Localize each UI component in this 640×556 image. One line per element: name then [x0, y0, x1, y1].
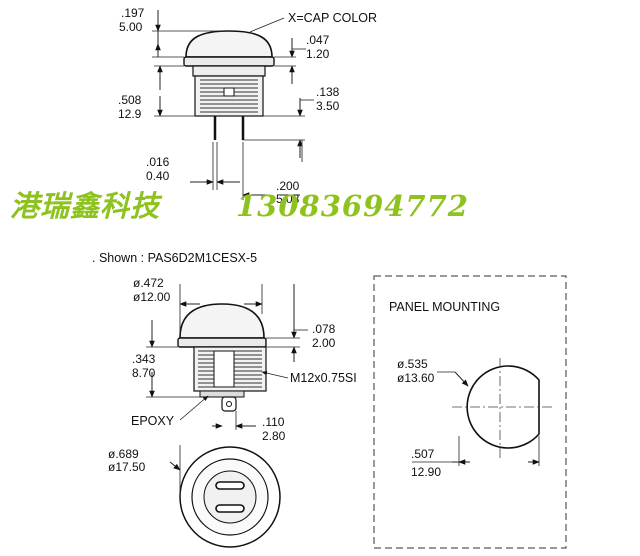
pin-len-in: .110	[262, 415, 285, 429]
side-terminal	[221, 396, 237, 412]
side-body-in: .343	[132, 352, 156, 366]
terminal-mm: 3.50	[316, 99, 340, 113]
model-shown-label: . Shown : PAS6D2M1CESX-5	[92, 251, 257, 265]
cap-h-mm: 2.00	[312, 336, 336, 350]
body-slot	[223, 87, 235, 97]
watermark-company: 港瑞鑫科技	[10, 189, 163, 223]
side-base	[199, 390, 245, 398]
pin-len-mm: 2.80	[262, 429, 286, 443]
bottom-terminal-bottom	[215, 504, 245, 513]
cap-dia-mm: ø12.00	[133, 290, 171, 304]
neck	[192, 65, 266, 77]
bezel-mm: 1.20	[306, 47, 330, 61]
side-nut	[213, 350, 235, 388]
hole-dia-in: ø.535	[397, 357, 428, 371]
nut-dia-in: ø.689	[108, 447, 139, 461]
bezel	[183, 56, 275, 67]
watermark-phone: 13083694772	[236, 189, 469, 223]
epoxy-label: EPOXY	[131, 414, 175, 428]
bottom-terminal-top	[215, 481, 245, 490]
terminal-in: .138	[316, 85, 340, 99]
nut-dia-mm: ø17.50	[108, 460, 146, 474]
hole-dia-mm: ø13.60	[397, 371, 435, 385]
pin-width-mm: 0.40	[146, 169, 170, 183]
flat-mm: 12.90	[411, 465, 441, 479]
pitch-mm: 5.08	[276, 192, 300, 206]
side-body-mm: 8.70	[132, 366, 156, 380]
pin-width-in: .016	[146, 155, 170, 169]
top-switch-drawing: .197 5.00 X=CAP COLOR .047 1.20 .508 12.…	[118, 6, 377, 206]
panel-frame	[373, 275, 567, 549]
cap-dome	[185, 30, 273, 58]
watermark: 港瑞鑫科技 13083694772	[10, 189, 469, 223]
side-cap-dome	[179, 303, 265, 339]
cap-height-mm: 5.00	[119, 20, 143, 34]
cap-h-in: .078	[312, 322, 336, 336]
side-bezel	[177, 337, 267, 348]
terminal-hole	[226, 401, 232, 407]
side-switch-drawing: ø.472 ø12.00 .078 2.00 .343 8.70 M12x0.7…	[108, 276, 357, 548]
cap-color-label: X=CAP COLOR	[288, 11, 377, 25]
cap-dia-in: ø.472	[133, 276, 164, 290]
body-height-mm: 12.9	[118, 107, 142, 121]
panel-mounting: PANEL MOUNTING ø.535 ø13.60 .507 12.90	[373, 275, 567, 549]
thread-label: M12x0.75SI	[290, 371, 357, 385]
body-height-in: .508	[118, 93, 142, 107]
pitch-in: .200	[276, 179, 300, 193]
bezel-in: .047	[306, 33, 330, 47]
thread-lines	[200, 79, 258, 113]
flat-in: .507	[411, 447, 435, 461]
panel-title: PANEL MOUNTING	[389, 300, 500, 314]
panel-cutout	[466, 365, 540, 449]
cap-height-in: .197	[121, 6, 145, 20]
bottom-body	[203, 470, 257, 524]
